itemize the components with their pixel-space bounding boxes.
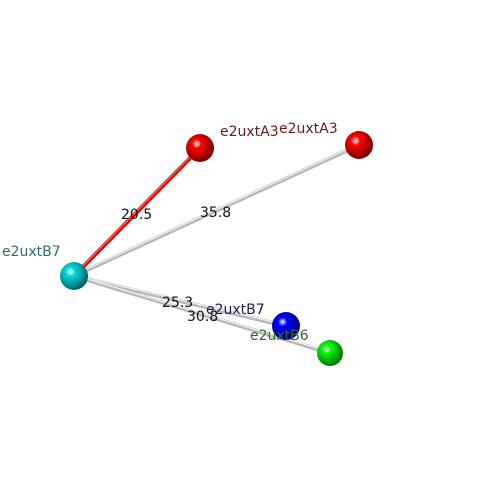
distance-label: 25.3 bbox=[162, 295, 193, 311]
atom-label: e2uxtB7 bbox=[206, 302, 265, 318]
distance-bond bbox=[72, 274, 288, 328]
atom-sphere[interactable] bbox=[186, 134, 214, 162]
atom-sphere[interactable] bbox=[345, 131, 373, 159]
atom-layer bbox=[60, 131, 373, 366]
distance-label: 30.8 bbox=[187, 309, 218, 325]
atom-label: e2uxtB6 bbox=[250, 328, 309, 344]
atom-sphere[interactable] bbox=[60, 262, 88, 290]
distance-label: 20.5 bbox=[121, 207, 152, 223]
atom-label: e2uxtA3 bbox=[279, 121, 338, 137]
bond-layer bbox=[72, 143, 361, 355]
atom-sphere[interactable] bbox=[317, 340, 343, 366]
distance-label: 35.8 bbox=[200, 205, 231, 221]
distance-bond bbox=[72, 146, 202, 278]
distance-bond bbox=[72, 143, 361, 278]
atom-sphere[interactable] bbox=[272, 312, 300, 340]
atom-label: e2uxtA3 bbox=[220, 124, 279, 140]
atom-label: e2uxtB7 bbox=[2, 244, 61, 260]
